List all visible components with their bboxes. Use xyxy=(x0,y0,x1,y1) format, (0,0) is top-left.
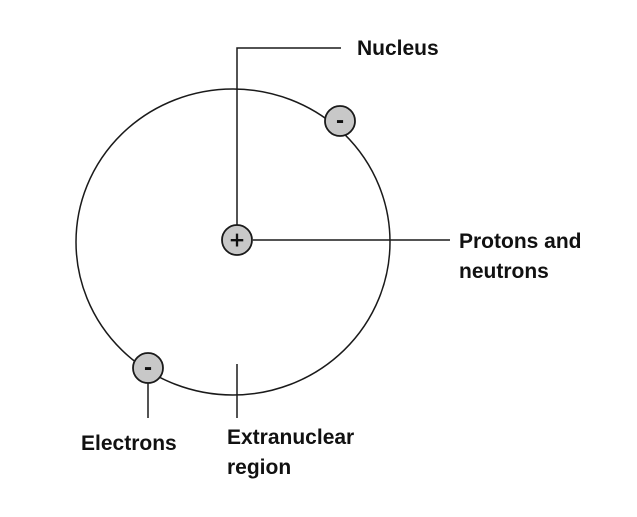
electron-minus-sign: - xyxy=(144,356,152,380)
nucleus-leader-line xyxy=(236,47,341,231)
electron-minus-sign: - xyxy=(336,109,344,133)
nucleus-particle: + xyxy=(221,224,253,256)
extranuclear-label-line1: Extranuclear xyxy=(227,426,354,449)
electrons-label: Electrons xyxy=(81,432,177,455)
protons-neutrons-label-line1: Protons and xyxy=(459,230,582,253)
orbit-circle xyxy=(75,88,391,396)
electron-particle: - xyxy=(132,352,164,384)
nucleus-plus-sign: + xyxy=(229,228,246,252)
protons-neutrons-label-line2: neutrons xyxy=(459,260,549,283)
extranuclear-label-line2: region xyxy=(227,456,291,479)
nucleus-label: Nucleus xyxy=(357,37,439,60)
electron-particle: - xyxy=(324,105,356,137)
